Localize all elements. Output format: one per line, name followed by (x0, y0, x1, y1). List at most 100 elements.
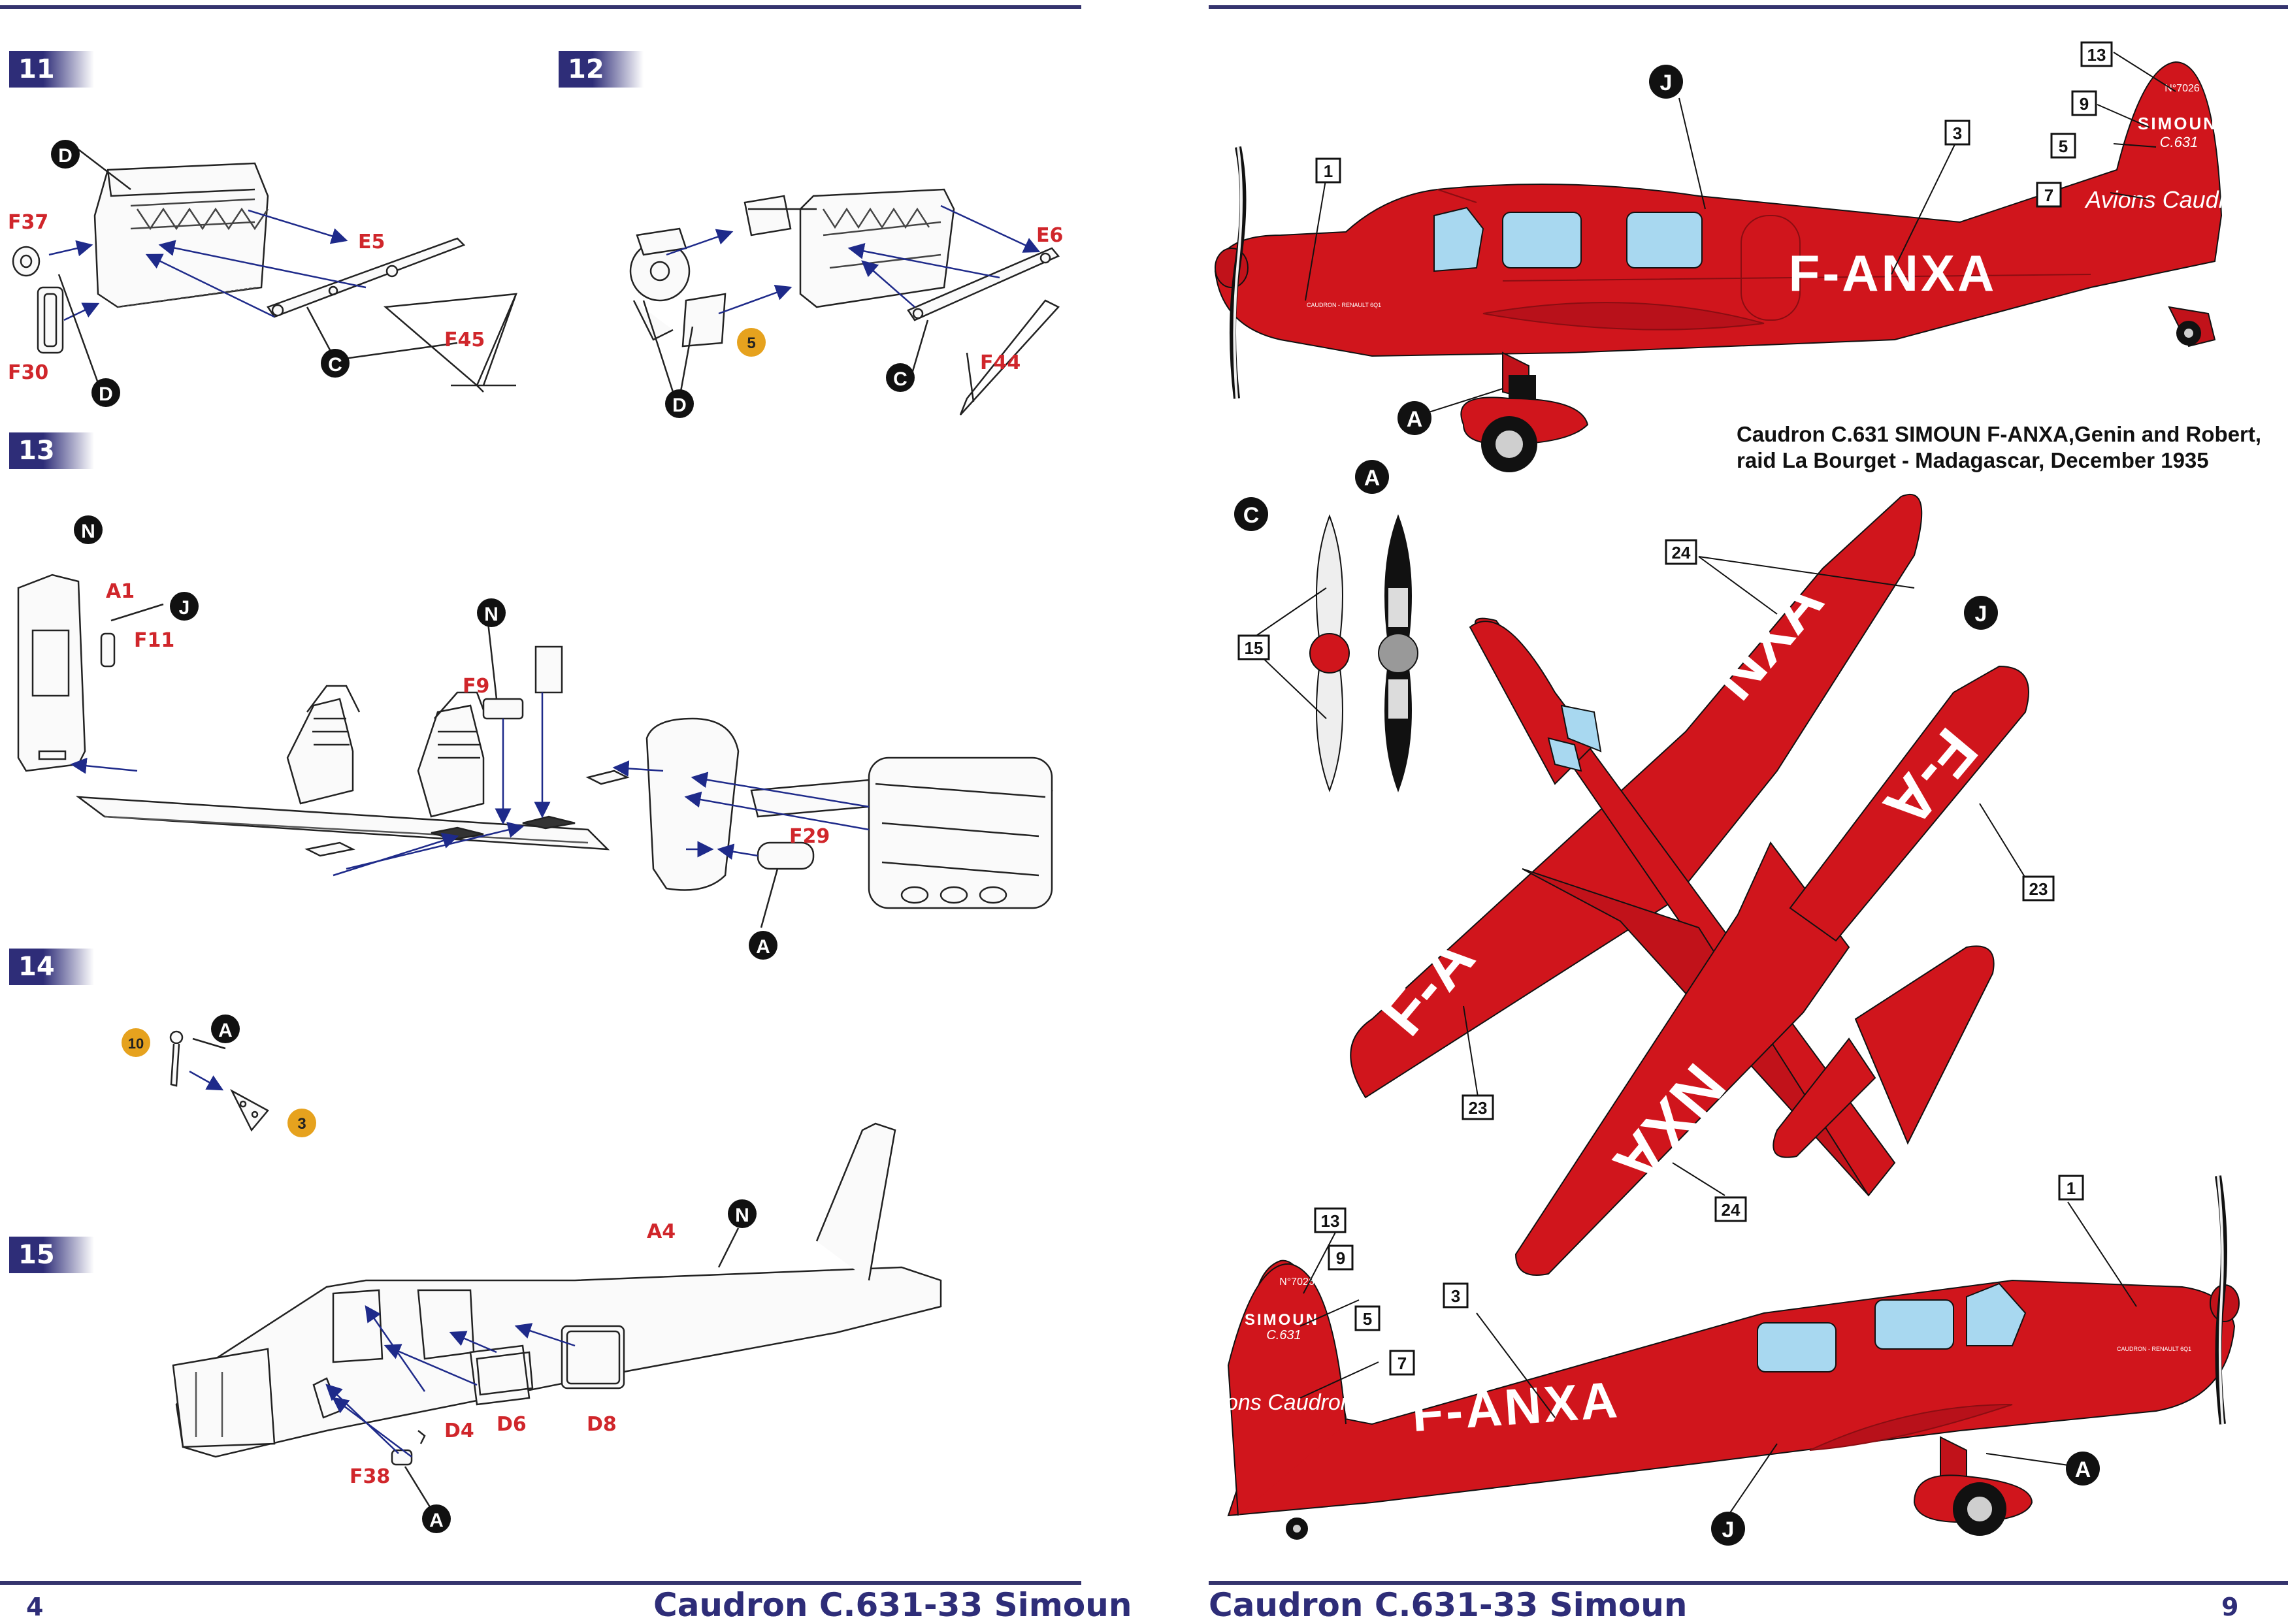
svg-text:J: J (1975, 602, 1987, 626)
propeller-white (1309, 514, 1350, 792)
svg-text:D: D (99, 383, 113, 405)
svg-text:13: 13 (1321, 1211, 1340, 1231)
svg-text:A: A (218, 1020, 233, 1041)
svg-text:J: J (179, 597, 190, 619)
part-label-e5: E5 (358, 231, 385, 253)
callout-box-13: 13 (2080, 41, 2113, 67)
marker-circle: J (1649, 65, 1683, 99)
marker-circle: J (1711, 1512, 1745, 1546)
page-number-right: 9 (2221, 1593, 2239, 1621)
svg-text:15: 15 (1245, 638, 1264, 658)
svg-text:5: 5 (1363, 1309, 1372, 1329)
assembly-drawings: F37 E5 F45 F30 E6 F44 A1 F11 F9 F29 A4 D… (8, 140, 1063, 1533)
footer-title-left: Caudron C.631-33 Simoun (653, 1586, 1132, 1624)
svg-text:A: A (756, 936, 770, 958)
step-15-drawing (172, 1122, 942, 1510)
svg-text:1: 1 (1324, 161, 1333, 181)
part-label-f38: F38 (350, 1465, 390, 1488)
callout-box-3: 3 (1944, 120, 1970, 146)
top-rule-left (0, 5, 1081, 9)
callout-box-7: 7 (2036, 182, 2062, 208)
callout-box-23: 23 (2022, 875, 2055, 901)
part-label-f30: F30 (8, 361, 48, 384)
svg-text:5: 5 (747, 334, 755, 352)
tail-model-bottom: C.631 (1266, 1328, 1301, 1342)
aircraft-profiles: F-ANXA N°7026 SIMOUN C.631 Avions Caudro… (1209, 41, 2253, 1546)
step-badge-15: 15 (9, 1237, 94, 1273)
plan-view (1350, 493, 2029, 1276)
tail-script-bottom: Avions Caudron (1209, 1390, 1353, 1415)
part-label-d8: D8 (587, 1413, 617, 1436)
svg-text:23: 23 (2029, 879, 2048, 899)
page-number-left: 4 (26, 1593, 44, 1621)
callout-box-15: 15 (1237, 634, 1270, 660)
marker-circle: A (749, 931, 777, 960)
callout-box-24: 24 (1665, 539, 1697, 565)
callout-box-5: 5 (2050, 133, 2076, 159)
part-label-f45: F45 (444, 329, 485, 351)
callout-box-1: 1 (2058, 1175, 2084, 1201)
part-label-a4: A4 (647, 1220, 676, 1243)
svg-text:N: N (484, 604, 498, 625)
serial-bottom: N°7026 (1279, 1276, 1315, 1288)
part-label-d4: D4 (444, 1420, 474, 1442)
svg-text:1: 1 (2067, 1178, 2076, 1198)
serial-top: N°7026 (2165, 83, 2200, 94)
svg-text:9: 9 (1336, 1248, 1345, 1268)
marker-circle: C (1234, 497, 1268, 531)
side-profile-bottom (1227, 1175, 2240, 1540)
tail-brand-top: SIMOUN (2138, 114, 2217, 133)
marker-circle: N (728, 1199, 757, 1228)
step-13-drawing (17, 574, 1053, 928)
callout-box-9: 9 (2071, 90, 2097, 116)
svg-text:13: 13 (2087, 45, 2106, 65)
svg-text:3: 3 (1953, 123, 1962, 143)
svg-text:A: A (429, 1510, 444, 1531)
part-label-f9: F9 (463, 675, 489, 698)
svg-text:23: 23 (1469, 1098, 1488, 1118)
marker-circle: C (886, 363, 915, 392)
svg-text:10: 10 (128, 1035, 144, 1052)
callout-box-5: 5 (1354, 1305, 1381, 1331)
svg-text:24: 24 (1722, 1200, 1741, 1220)
svg-text:D: D (58, 145, 73, 167)
marker-circle: D (51, 140, 80, 169)
marker-circle: J (170, 592, 199, 621)
caption-line-2: raid La Bourget - Madagascar, December 1… (1737, 448, 2209, 472)
marker-circle: N (477, 598, 506, 627)
propeller-black (1378, 514, 1418, 792)
step-12-drawing (629, 188, 1060, 415)
marker-circle: A (2066, 1452, 2100, 1486)
step-badge-12: 12 (559, 51, 644, 88)
svg-text:J: J (1660, 71, 1673, 95)
paint-badge: 5 (737, 328, 766, 357)
callout-box-13: 13 (1314, 1207, 1347, 1233)
marker-circle: A (1355, 460, 1389, 494)
scheme-caption: Caudron C.631 SIMOUN F-ANXA,Genin and Ro… (1737, 421, 2261, 474)
marker-circle: D (665, 389, 694, 418)
tail-script-top: Avions Caudron (2084, 186, 2253, 213)
part-label-d6: D6 (497, 1413, 527, 1436)
callout-box-7: 7 (1389, 1350, 1415, 1376)
svg-text:3: 3 (1451, 1286, 1460, 1306)
step-badge-14: 14 (9, 949, 94, 985)
step-11-drawing (12, 146, 517, 393)
engine-label-bottom: CAUDRON - RENAULT 6Q1 (2117, 1346, 2191, 1352)
part-label-e6: E6 (1036, 224, 1063, 247)
part-label-f29: F29 (789, 825, 830, 848)
svg-text:7: 7 (2044, 186, 2053, 205)
marker-circle: D (91, 378, 120, 407)
caption-line-1: Caudron C.631 SIMOUN F-ANXA,Genin and Ro… (1737, 422, 2262, 446)
svg-text:J: J (1722, 1518, 1735, 1542)
engine-label-top: CAUDRON - RENAULT 6Q1 (1307, 302, 1381, 308)
callout-box-9: 9 (1328, 1244, 1354, 1271)
callout-box-1: 1 (1315, 157, 1341, 184)
top-rule-right (1209, 5, 2288, 9)
marker-circle: J (1964, 596, 1998, 630)
step-14-drawing (169, 1030, 269, 1132)
svg-text:D: D (672, 395, 687, 416)
paint-badge: 10 (122, 1028, 150, 1057)
marker-circle: A (422, 1504, 451, 1533)
callout-box-23: 23 (1462, 1094, 1494, 1120)
svg-text:N: N (81, 521, 95, 542)
